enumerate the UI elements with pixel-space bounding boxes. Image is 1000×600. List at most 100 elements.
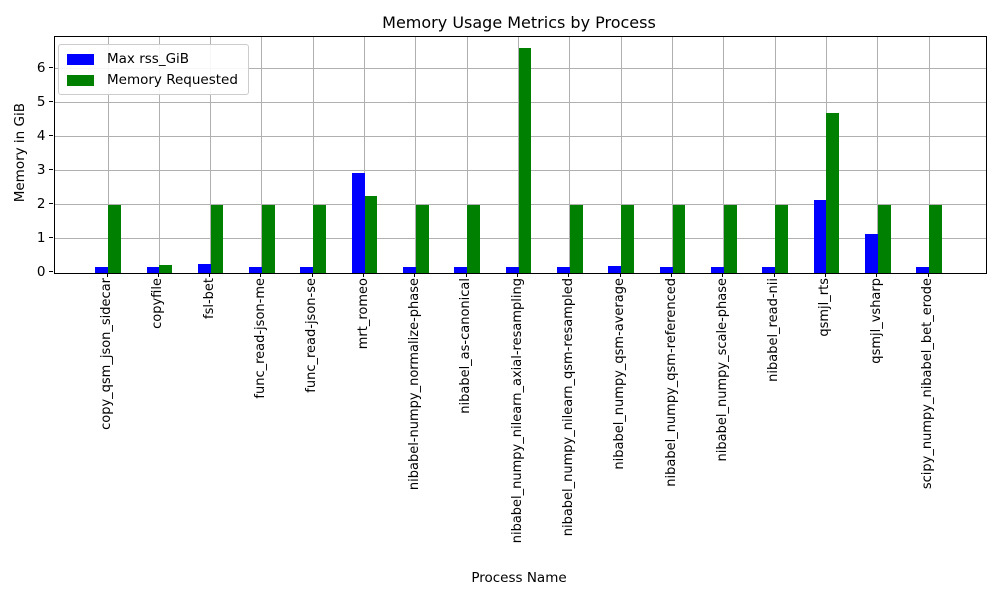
x-gridline <box>569 36 571 273</box>
x-tick-mark <box>260 272 262 277</box>
x-gridline <box>774 36 776 273</box>
legend: Max rss_GiB Memory Requested <box>58 44 249 95</box>
x-tick-label: nibabel_read-nii <box>766 278 782 382</box>
x-gridline <box>466 36 468 273</box>
bar-memory-requested <box>518 48 532 273</box>
x-tick-mark <box>209 272 211 277</box>
y-tick-label: 2 <box>36 195 46 212</box>
x-tick-label: nibabel_numpy_qsm-referenced <box>663 278 679 487</box>
x-tick-mark <box>414 272 416 277</box>
y-tick-mark <box>49 237 53 239</box>
x-tick-mark <box>517 272 519 277</box>
chart-title-wrap: Memory Usage Metrics by Process <box>53 13 985 32</box>
bar-memory-requested <box>775 204 788 273</box>
x-tick-mark <box>363 272 365 277</box>
legend-item: Max rss_GiB <box>67 51 238 67</box>
bar-max-rss <box>95 267 108 273</box>
x-tick-mark <box>465 272 467 277</box>
x-tick-label: nibabel_as-canonical <box>458 278 474 414</box>
x-gridline <box>158 36 160 273</box>
x-tick-mark <box>876 272 878 277</box>
x-axis-label-wrap: Process Name <box>53 567 985 586</box>
bar-memory-requested <box>261 204 275 273</box>
x-tick-label: func_read-json-me <box>252 278 268 399</box>
x-gridline <box>723 36 725 273</box>
bar-max-rss <box>659 266 673 273</box>
x-gridline <box>210 36 212 273</box>
x-tick-label: func_read-json-se <box>304 278 320 393</box>
x-gridline <box>364 36 366 273</box>
legend-label: Max rss_GiB <box>107 51 190 67</box>
x-tick-label: copyfile <box>150 278 166 329</box>
bar-max-rss <box>762 267 776 273</box>
bar-memory-requested <box>621 204 634 273</box>
bar-max-rss <box>300 267 314 273</box>
legend-item: Memory Requested <box>67 72 238 88</box>
y-tick-mark <box>49 203 53 205</box>
x-tick-mark <box>157 272 159 277</box>
y-tick-mark <box>49 271 53 272</box>
y-tick-mark <box>49 67 53 69</box>
x-tick-mark <box>619 272 621 277</box>
x-tick-label: nibabel_numpy_qsm-average <box>612 278 628 470</box>
y-tick-mark <box>49 169 53 171</box>
bar-max-rss <box>249 267 262 273</box>
bar-memory-requested <box>929 204 942 273</box>
bar-memory-requested <box>569 204 583 273</box>
y-tick-label: 3 <box>36 161 46 178</box>
bar-memory-requested <box>210 204 224 273</box>
bar-max-rss <box>146 267 160 273</box>
y-tick-mark <box>49 135 53 137</box>
x-tick-mark <box>824 272 826 277</box>
bar-max-rss <box>351 173 365 273</box>
x-tick-mark <box>773 272 775 277</box>
bar-max-rss <box>916 267 930 273</box>
x-tick-label: nibabel-numpy_normalize-phase <box>406 278 422 491</box>
x-gridline <box>672 36 674 273</box>
x-axis-label: Process Name <box>471 570 567 586</box>
y-tick-label: 1 <box>36 229 46 246</box>
bar-memory-requested <box>313 204 327 273</box>
x-tick-label: nibabel_numpy_nilearn_qsm-resampled <box>560 278 576 537</box>
x-tick-label: nibabel_numpy_scale-phase <box>714 278 730 462</box>
legend-swatch <box>67 53 94 65</box>
bar-memory-requested <box>723 204 737 273</box>
x-tick-label: qsmjl_rts <box>817 278 833 337</box>
legend-label: Memory Requested <box>107 72 238 88</box>
bar-memory-requested <box>467 204 481 273</box>
y-tick-label: 0 <box>36 263 46 280</box>
bar-memory-requested <box>159 265 173 273</box>
plot-area <box>53 35 987 274</box>
bar-max-rss <box>813 199 827 273</box>
x-tick-label: nibabel_numpy_nilearn_axial-resampling <box>509 278 525 544</box>
bar-max-rss <box>505 267 519 273</box>
bar-memory-requested <box>877 204 891 273</box>
chart-title: Memory Usage Metrics by Process <box>382 13 656 32</box>
x-gridline <box>877 36 879 273</box>
legend-swatch <box>67 74 94 86</box>
bar-max-rss <box>711 267 724 273</box>
x-gridline <box>312 36 314 273</box>
x-gridline <box>415 36 417 273</box>
x-gridline <box>107 36 109 273</box>
x-tick-mark <box>927 272 929 277</box>
bar-max-rss <box>608 266 622 273</box>
x-tick-label: qsmjl_vsharp <box>868 278 884 364</box>
bar-memory-requested <box>415 204 429 273</box>
x-gridline <box>620 36 622 273</box>
bar-memory-requested <box>672 204 686 273</box>
x-tick-label: copy_qsm_json_sidecar <box>99 278 114 430</box>
x-tick-mark <box>722 272 724 277</box>
x-tick-label: fsl-bet <box>201 278 217 319</box>
bar-max-rss <box>865 234 878 273</box>
x-gridline <box>261 36 263 273</box>
y-tick-label: 4 <box>36 127 46 144</box>
y-tick-label: 6 <box>36 59 46 76</box>
x-tick-mark <box>311 272 313 277</box>
x-tick-mark <box>671 272 673 277</box>
bar-memory-requested <box>364 195 378 273</box>
bar-max-rss <box>197 264 211 273</box>
bar-memory-requested <box>108 204 121 273</box>
bar-max-rss <box>403 267 416 273</box>
x-tick-label: mrt_romeo <box>355 278 371 350</box>
